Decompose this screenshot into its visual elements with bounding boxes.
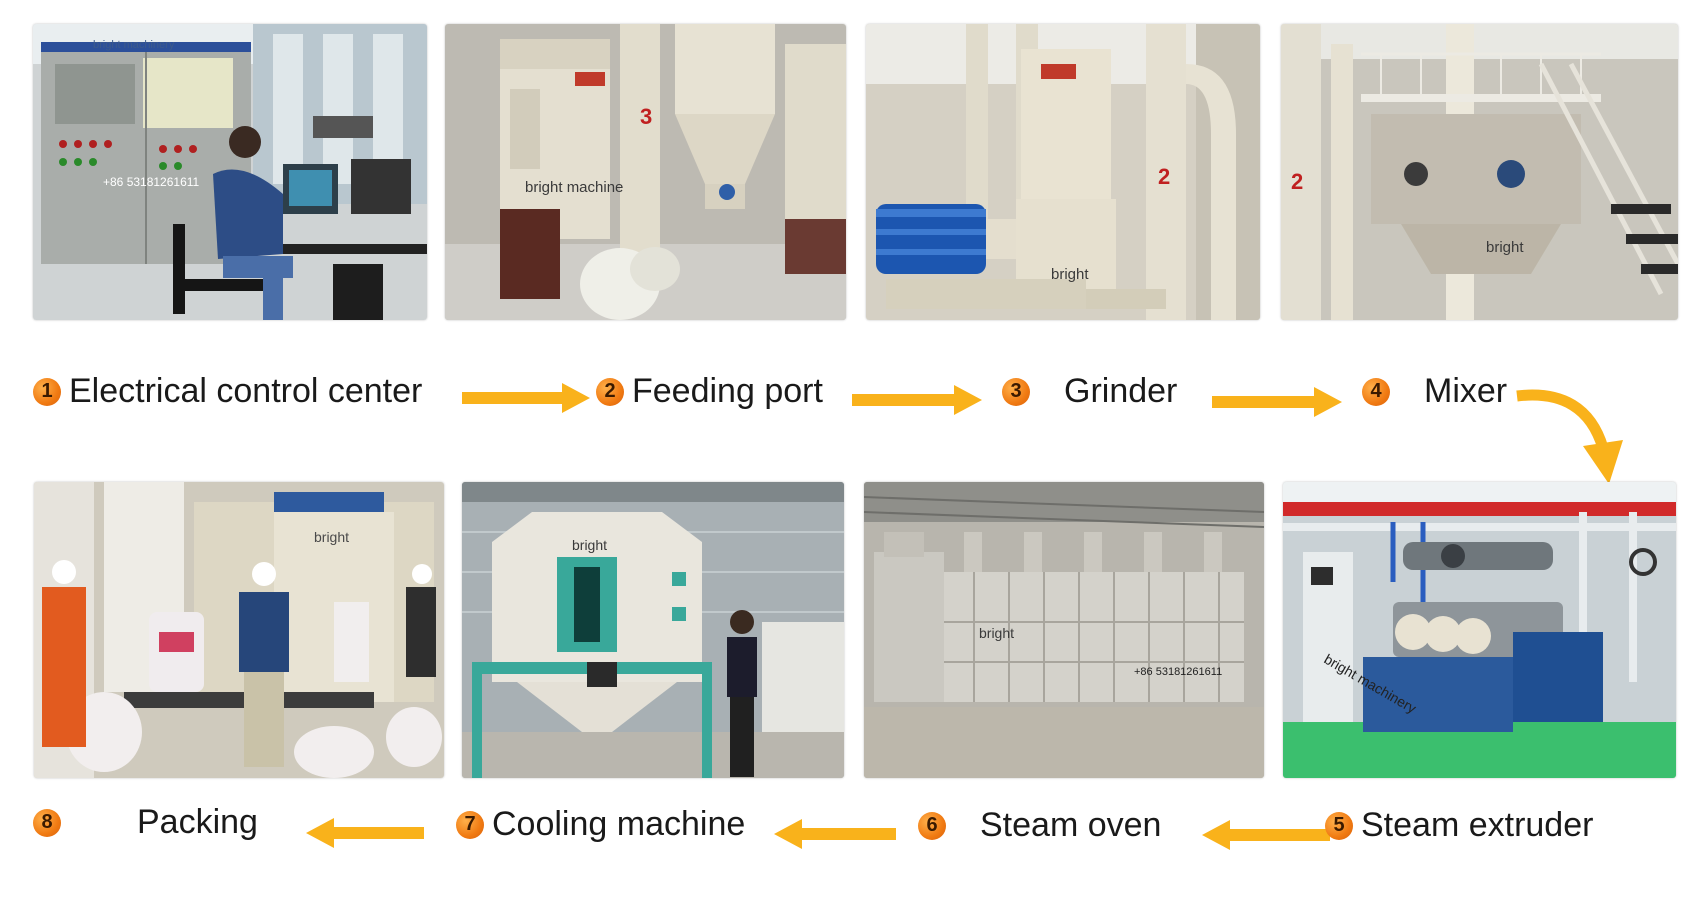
watermark-text: bright — [979, 625, 1014, 641]
photo-grinder: 2 bright — [866, 24, 1260, 320]
watermark-text: bright machinery — [93, 39, 175, 51]
step-label: Mixer — [1424, 372, 1508, 410]
step-number-badge: 7 — [456, 810, 484, 839]
label-3: 3 — [640, 104, 652, 129]
photo-steam-extruder: bright machinery — [1283, 482, 1676, 778]
step-label: Feeding port — [632, 372, 823, 410]
arrow-right-icon — [462, 383, 590, 413]
step-number-badge: 8 — [33, 808, 61, 837]
photo-feeding-port: 3 bright machine — [445, 24, 846, 320]
step-label: Steam oven — [980, 806, 1162, 844]
arrow-right-icon — [852, 385, 982, 415]
photo-electrical-control-center: bright machinery +86 53181261611 — [33, 24, 427, 320]
arrow-left-icon — [1202, 820, 1330, 850]
arrow-left-icon — [774, 819, 896, 849]
watermark-text: bright — [1486, 239, 1524, 256]
step-number-badge: 6 — [918, 811, 946, 840]
watermark-phone: +86 53181261611 — [103, 175, 200, 189]
watermark-text: bright machine — [525, 179, 623, 196]
photo-cooling-machine: bright — [462, 482, 844, 778]
photo-steam-oven: bright +86 53181261611 — [864, 482, 1264, 778]
arrow-right-icon — [1212, 387, 1342, 417]
step-4: 4 Mixer — [1362, 372, 1507, 411]
step-5: 5 Steam extruder — [1325, 806, 1593, 845]
watermark-text: bright — [1051, 266, 1089, 283]
step-label: Steam extruder — [1361, 806, 1594, 844]
curved-arrow-down-icon — [1516, 389, 1623, 484]
step-label: Cooling machine — [492, 805, 746, 843]
watermark-text: bright — [314, 529, 349, 545]
step-3: 3 Grinder — [1002, 372, 1177, 411]
label-2: 2 — [1158, 164, 1170, 189]
step-2: 2 Feeding port — [596, 372, 823, 411]
step-label: Grinder — [1064, 372, 1178, 410]
step-1: 1 Electrical control center — [33, 372, 422, 411]
step-number-badge: 1 — [33, 377, 61, 406]
arrow-left-icon — [306, 818, 424, 848]
watermark-phone: +86 53181261611 — [1134, 666, 1222, 678]
photo-packing: bright — [34, 482, 444, 778]
step-7: 7 Cooling machine — [456, 805, 745, 844]
watermark-text: bright — [572, 537, 607, 553]
step-6: 6 Steam oven — [918, 806, 1161, 845]
label-2: 2 — [1291, 169, 1303, 194]
step-label: Electrical control center — [69, 372, 423, 410]
step-label: Packing — [137, 803, 258, 841]
step-8: 8 Packing — [33, 803, 258, 842]
step-number-badge: 5 — [1325, 811, 1353, 840]
step-number-badge: 3 — [1002, 377, 1030, 406]
photo-mixer: 2 bright — [1281, 24, 1678, 320]
step-number-badge: 4 — [1362, 377, 1390, 406]
step-number-badge: 2 — [596, 377, 624, 406]
